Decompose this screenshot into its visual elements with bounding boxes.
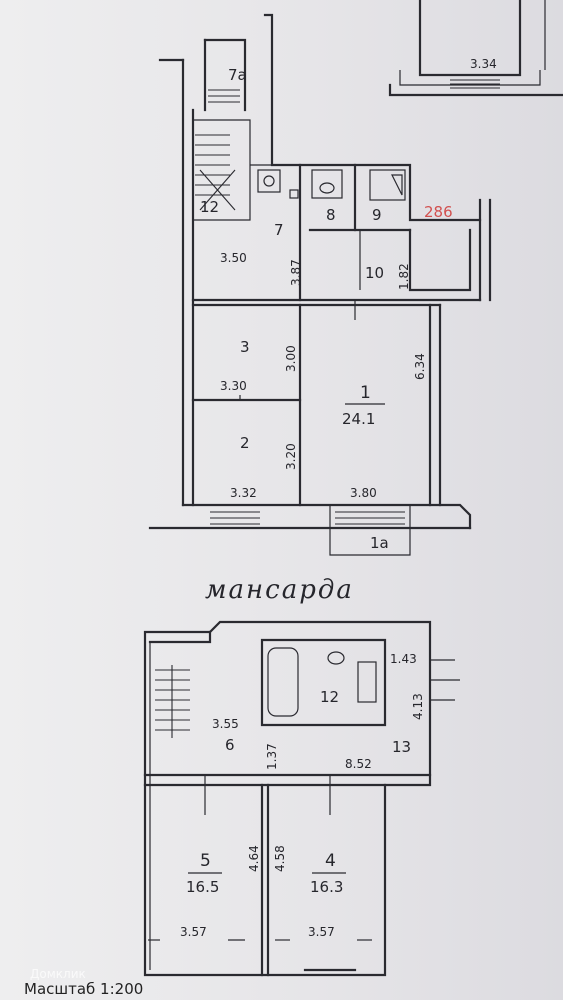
scale-label: Масштаб 1:200 [24,980,143,998]
dim-3-55: 3.55 [212,717,239,731]
room-4-number: 4 [325,851,336,871]
room-5-number: 5 [200,851,211,871]
room-9-number: 9 [372,206,382,224]
room-3-number: 3 [240,338,250,356]
dim-3-32: 3.32 [230,486,257,500]
dim-3-00: 3.00 [284,345,298,372]
neighbour-unit-walls [388,0,563,97]
pencil-note-286: 286 [424,203,453,221]
dim-3-34: 3.34 [470,57,497,71]
ground-fixtures [239,169,406,400]
ground-floor-walls [148,13,492,556]
dim-3-57-left: 3.57 [180,925,207,939]
dim-1-37: 1.37 [265,743,279,770]
attic-fixtures [148,647,377,941]
attic-room-12-number: 12 [320,688,339,706]
room-10-number: 10 [365,264,384,282]
attic-title: мансарда [205,575,354,605]
watermark: Домклик [30,967,86,981]
room-2-number: 2 [240,434,250,452]
dim-1-43: 1.43 [390,652,417,666]
room-5-area: 16.5 [186,878,219,896]
dim-8-52: 8.52 [345,757,372,771]
dim-1-82: 1.82 [397,263,411,290]
room-8-number: 8 [326,206,336,224]
dim-3-80: 3.80 [350,486,377,500]
neighbour-stair-hatch [450,79,500,89]
room-6-number: 6 [225,736,235,754]
attic-stair-hatch [155,665,190,738]
dim-3-57-right: 3.57 [308,925,335,939]
room-4-area: 16.3 [310,878,343,896]
room-1-number: 1 [360,383,371,403]
room-1-area: 24.1 [342,410,375,428]
dim-4-13: 4.13 [411,693,425,720]
attic-walls [143,620,460,977]
stair-7a-hatch [195,89,240,211]
dim-3-87: 3.87 [289,259,303,286]
room-1a-number: 1a [370,534,389,552]
entrance-steps-hatch [210,511,405,525]
dim-3-20: 3.20 [284,443,298,470]
dim-3-50: 3.50 [220,251,247,265]
room-7a-number: 7a [228,66,247,84]
room-13-number: 13 [392,738,411,756]
dim-4-58: 4.58 [273,845,287,872]
dim-3-30: 3.30 [220,379,247,393]
room-12-number: 12 [200,198,219,216]
room-7-number: 7 [274,221,284,239]
dim-6-34: 6.34 [413,353,427,380]
dim-4-64: 4.64 [247,845,261,872]
